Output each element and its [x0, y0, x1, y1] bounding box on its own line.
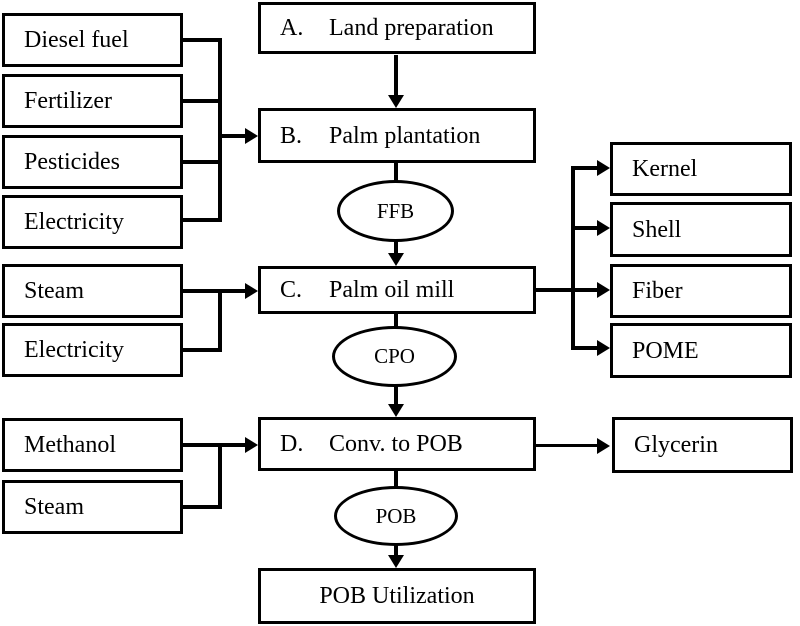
node-steam-mill: Steam	[2, 264, 183, 318]
node-palm-plantation: B. Palm plantation	[258, 108, 536, 163]
arrowhead-to-glycerin	[597, 438, 610, 454]
node-label: Methanol	[24, 432, 116, 458]
node-label: Palm oil mill	[329, 277, 455, 303]
arrowhead-pob-to-utilization	[388, 555, 404, 568]
step-letter: D.	[280, 431, 304, 457]
arrowhead-a-to-b	[388, 95, 404, 108]
connector-cpo-to-d-line	[394, 386, 398, 405]
node-label: Steam	[24, 278, 84, 304]
node-kernel: Kernel	[610, 142, 792, 196]
connector-c-to-byproducts-line	[536, 288, 575, 292]
arrowhead-to-fiber	[597, 282, 610, 298]
node-label: Palm plantation	[329, 122, 481, 149]
node-electricity-plantation: Electricity	[2, 195, 183, 249]
node-palm-oil-mill: C. Palm oil mill	[258, 266, 536, 314]
node-label: Kernel	[632, 156, 698, 182]
stub-fertilizer	[183, 99, 222, 103]
bus-inputs-plantation	[218, 38, 222, 222]
stub-electricity-plantation	[183, 218, 222, 222]
connector-d-to-pob-line	[394, 470, 398, 487]
connector-ffb-to-c-line	[394, 241, 398, 254]
flow-label: POB	[375, 503, 417, 528]
node-methanol: Methanol	[2, 418, 183, 472]
node-label: Electricity	[24, 337, 124, 363]
connector-inputs-to-b-line	[218, 134, 245, 138]
connector-a-to-b-line	[394, 55, 398, 96]
arrowhead-to-shell	[597, 220, 610, 236]
connector-to-shell-line	[573, 226, 597, 230]
arrowhead-ffb-to-c	[388, 253, 404, 266]
node-label: Fertilizer	[24, 88, 112, 114]
flow-ellipse-ffb: FFB	[337, 180, 454, 242]
node-diesel-fuel: Diesel fuel	[2, 13, 183, 67]
arrowhead-inputs-to-d	[245, 437, 258, 453]
connector-pob-to-utilization-line	[394, 545, 398, 556]
node-label: Glycerin	[634, 432, 718, 458]
node-label: Fiber	[632, 278, 683, 304]
bus-inputs-conversion	[218, 443, 222, 509]
arrowhead-inputs-to-b	[245, 128, 258, 144]
stub-diesel-fuel	[183, 38, 222, 42]
node-label: Steam	[24, 494, 84, 520]
node-label: Pesticides	[24, 149, 120, 175]
node-shell: Shell	[610, 202, 792, 257]
node-steam-conversion: Steam	[2, 480, 183, 534]
bus-byproducts	[571, 166, 575, 350]
connector-to-kernel-line	[573, 166, 597, 170]
node-label: Conv. to POB	[329, 431, 463, 457]
node-label: POB Utilization	[319, 583, 475, 609]
connector-to-fiber-line	[573, 288, 597, 292]
stub-electricity-mill	[183, 348, 222, 352]
node-label: Electricity	[24, 209, 124, 235]
connector-to-pome-line	[573, 346, 597, 350]
arrowhead-inputs-to-c	[245, 283, 258, 299]
node-glycerin: Glycerin	[612, 417, 793, 473]
step-letter: B.	[280, 122, 303, 149]
node-label: Land preparation	[329, 15, 494, 41]
connector-c-to-cpo-line	[394, 313, 398, 327]
node-label: Shell	[632, 216, 682, 243]
connector-d-to-glycerin-line	[535, 444, 599, 447]
stub-pesticides	[183, 160, 222, 164]
node-label: Diesel fuel	[24, 27, 129, 53]
arrowhead-to-kernel	[597, 160, 610, 176]
node-fertilizer: Fertilizer	[2, 74, 183, 128]
node-land-preparation: A. Land preparation	[258, 2, 536, 54]
flow-ellipse-pob: POB	[334, 486, 458, 546]
connector-b-to-ffb-line	[394, 163, 398, 181]
node-conv-to-pob: D. Conv. to POB	[258, 417, 536, 471]
node-pob-utilization: POB Utilization	[258, 568, 536, 624]
bus-inputs-mill	[218, 289, 222, 352]
node-pome: POME	[610, 323, 792, 378]
arrowhead-to-pome	[597, 340, 610, 356]
connector-steam-to-c-line	[183, 289, 245, 293]
node-label: POME	[632, 337, 699, 364]
arrowhead-cpo-to-d	[388, 404, 404, 417]
node-pesticides: Pesticides	[2, 135, 183, 189]
node-electricity-mill: Electricity	[2, 323, 183, 377]
stub-steam-conversion	[183, 505, 222, 509]
connector-methanol-to-d-line	[183, 443, 245, 447]
flow-label: FFB	[376, 198, 415, 223]
flow-label: CPO	[374, 344, 415, 368]
flow-ellipse-cpo: CPO	[332, 326, 457, 387]
step-letter: C.	[280, 277, 303, 303]
step-letter: A.	[280, 15, 304, 41]
node-fiber: Fiber	[610, 264, 792, 318]
